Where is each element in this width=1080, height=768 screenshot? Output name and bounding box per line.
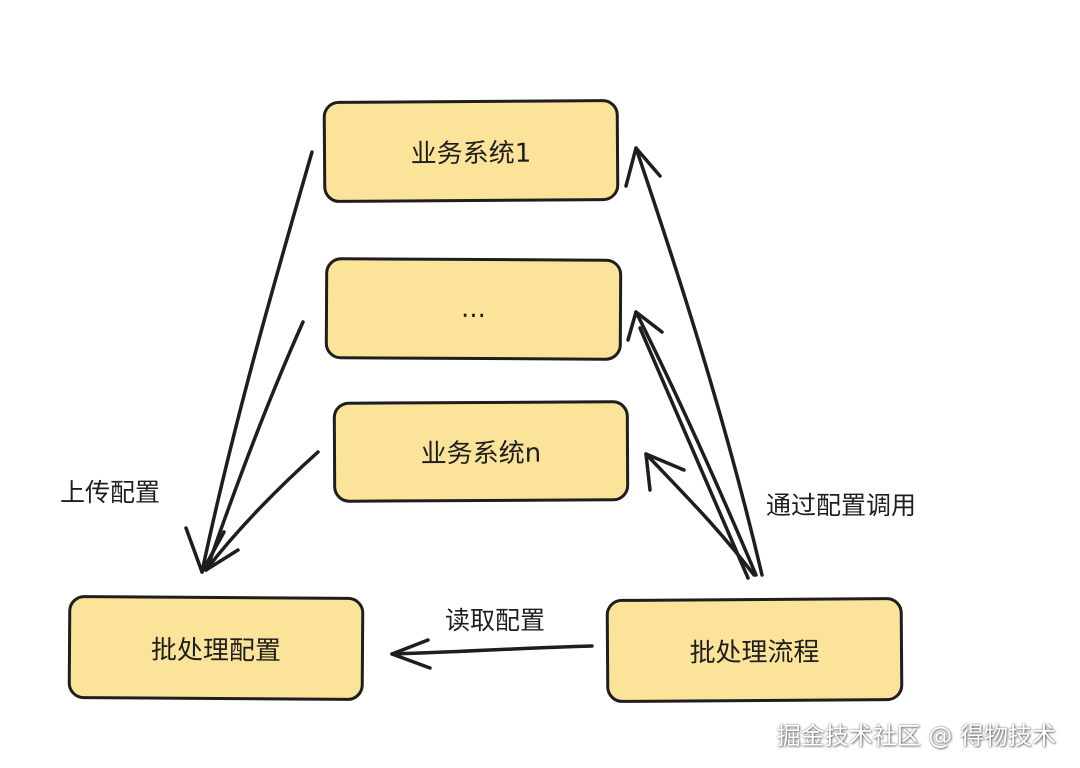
upload-edge-from-business-system-1	[184, 150, 314, 574]
invoke-via-config-label: 通过配置调用	[766, 491, 917, 520]
invoke-edge-to-business-system-1	[624, 146, 764, 577]
read-edge-to-batch-config	[390, 638, 594, 670]
node-batch-flow: 批处理流程	[605, 596, 904, 704]
watermark: 掘金技术社区 @ 得物技术	[776, 722, 1056, 750]
node-business-system-1-label: 业务系统1	[410, 138, 532, 169]
node-batch-flow-label: 批处理流程	[689, 637, 820, 668]
read-config-label: 读取配置	[445, 606, 546, 635]
node-ellipsis: ...	[324, 257, 623, 361]
upload-edge-from-ellipsis	[206, 320, 305, 568]
node-business-system-1: 业务系统1	[322, 98, 620, 204]
node-batch-config: 批处理配置	[67, 594, 365, 702]
invoke-edge-to-ellipsis	[626, 310, 758, 580]
upload-edge-from-business-system-n	[204, 450, 320, 572]
node-business-system-n: 业务系统n	[332, 400, 630, 503]
node-ellipsis-label: ...	[461, 293, 486, 325]
node-batch-config-label: 批处理配置	[150, 635, 282, 666]
invoke-edge-to-business-system-n	[644, 452, 756, 577]
node-business-system-n-label: 业务系统n	[420, 438, 542, 470]
upload-config-label: 上传配置	[60, 478, 161, 507]
